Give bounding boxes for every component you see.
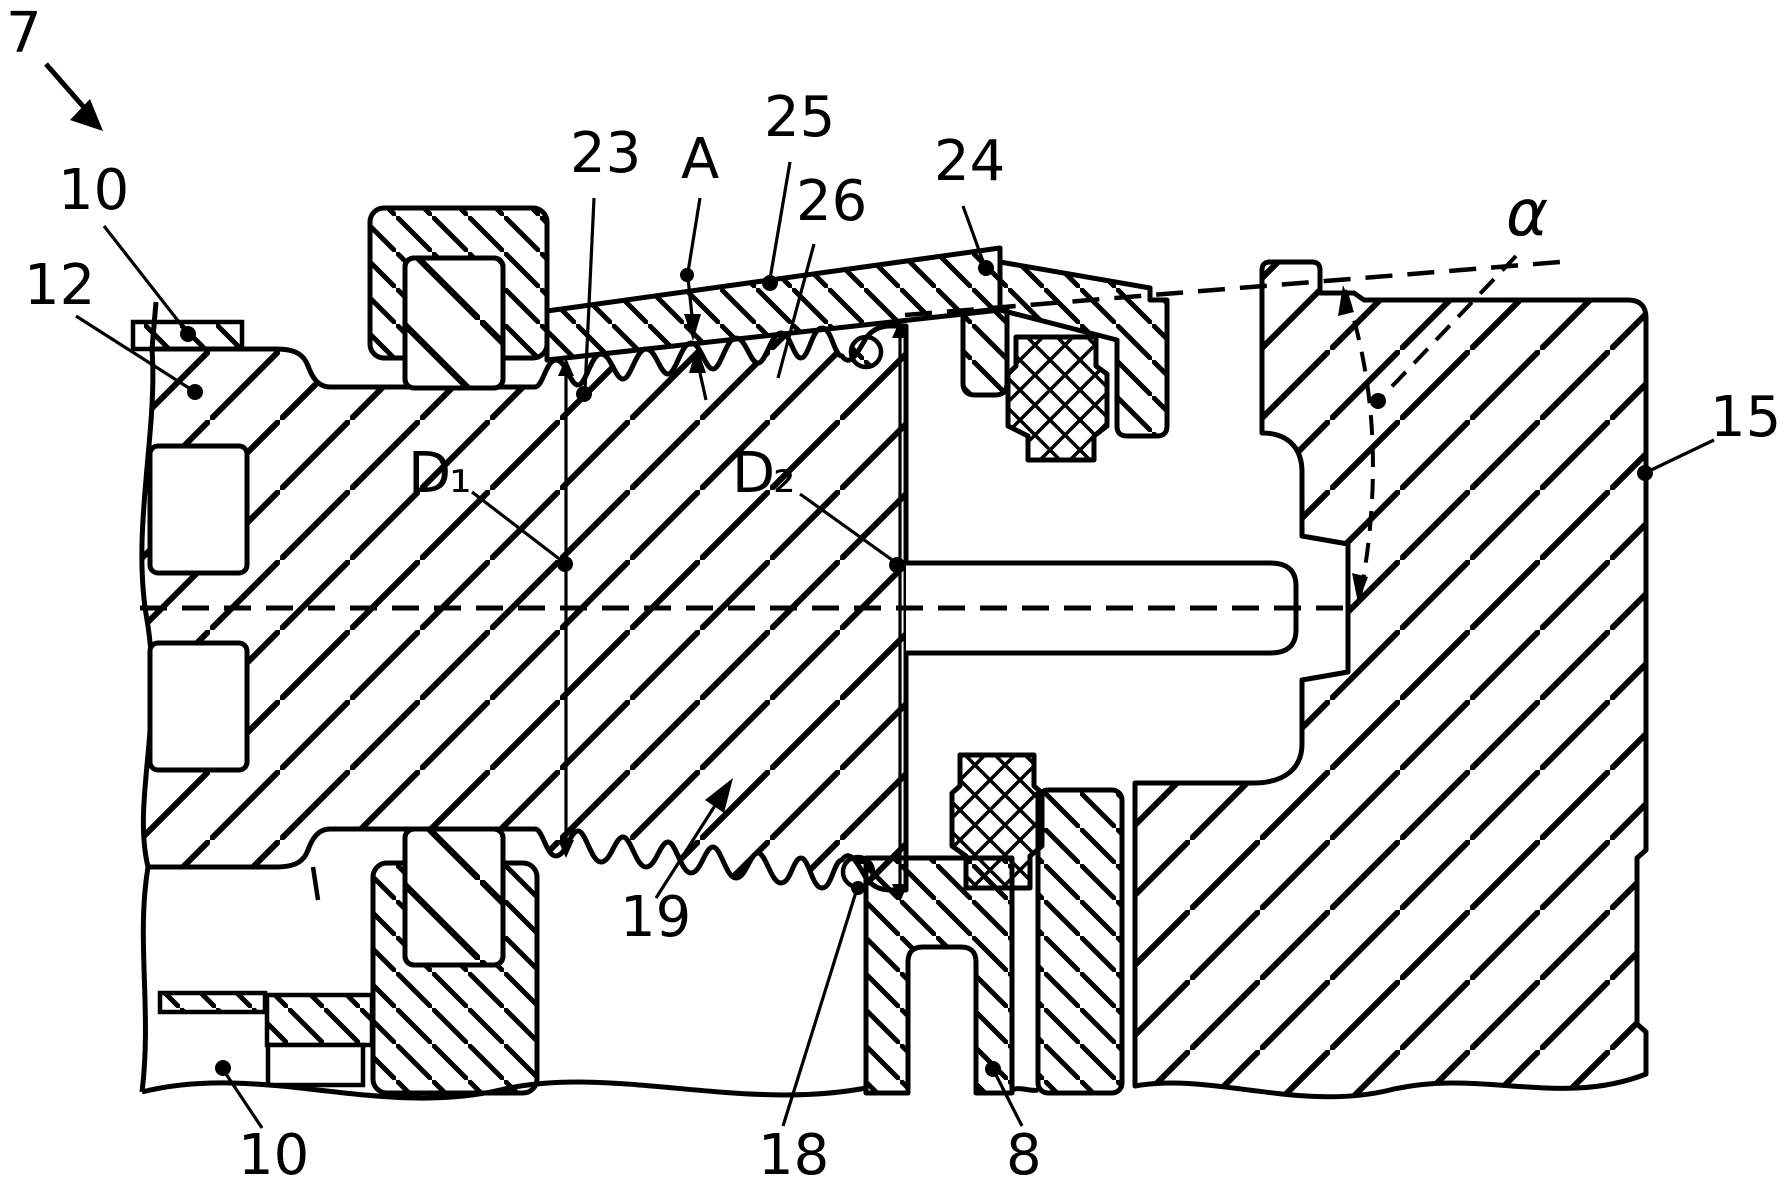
label-18: 18 — [758, 1123, 830, 1188]
leader-a-dot — [680, 268, 694, 282]
pin-notch-upper — [147, 443, 250, 576]
leader-25 — [768, 161, 792, 280]
pin-notch-lower — [147, 640, 250, 773]
dim-d1-arrow-bottom — [558, 840, 574, 858]
label-15: 15 — [1710, 385, 1782, 450]
leader-18 — [781, 891, 858, 1127]
housing-step-line — [310, 866, 321, 901]
label-7: 7 — [6, 1, 42, 66]
oring-top — [848, 334, 884, 370]
label-D2: D₂ — [732, 441, 796, 506]
break-line-bottom-left — [141, 1079, 867, 1101]
taper-dashed-line — [904, 259, 1561, 318]
alpha-arc-arrow-bottom — [1352, 573, 1368, 603]
leader-a-tail-lower — [698, 372, 708, 401]
collar-hook — [960, 305, 1010, 398]
clamp-right-wall — [1035, 787, 1125, 1096]
alpha-leader-dashed — [1378, 254, 1518, 401]
leader-10-top-dot — [180, 326, 196, 342]
leader-10-top — [102, 225, 188, 332]
alpha-arc-arrow-top — [1338, 285, 1354, 316]
leader-26 — [776, 243, 816, 379]
leader-12 — [75, 314, 193, 392]
label-24: 24 — [934, 129, 1006, 194]
label-10-top: 10 — [58, 158, 130, 223]
alpha-angle-arc — [1343, 289, 1375, 598]
leader-7 — [44, 62, 90, 114]
leader-24-dot — [978, 260, 994, 276]
dim-d2-arrow-top — [892, 320, 908, 338]
leader-19 — [654, 803, 718, 899]
leader-12-dot — [187, 384, 203, 400]
alpha-leader-dot — [1370, 393, 1386, 409]
label-alpha: α — [1506, 177, 1549, 251]
d1-leader — [471, 490, 563, 563]
label-D1: D₁ — [408, 441, 472, 506]
leader-18-dot — [851, 881, 865, 895]
label-25: 25 — [764, 85, 836, 150]
break-edge-left-lower — [139, 866, 151, 1093]
leader-8-dot — [985, 1061, 1001, 1077]
leader-a-tail-upper — [686, 277, 694, 317]
a-arrow-up — [689, 346, 706, 373]
nut-insert-bottom-hatch — [402, 826, 506, 968]
leader-15 — [1648, 438, 1715, 473]
label-23: 23 — [570, 121, 642, 186]
leader-23 — [583, 197, 596, 391]
label-26: 26 — [796, 169, 868, 234]
d2-leader — [799, 492, 896, 564]
housing-block-bottom — [264, 992, 375, 1048]
leader-7-arrowhead — [70, 99, 103, 131]
label-12: 12 — [24, 253, 96, 318]
label-19: 19 — [620, 885, 692, 950]
label-A: A — [681, 127, 720, 192]
leader-15-dot — [1637, 465, 1653, 481]
dim-d1-arrow-top — [558, 358, 574, 376]
nut-insert-top-hatch — [402, 255, 506, 391]
leader-8 — [993, 1072, 1024, 1127]
housing-strip-bottom — [157, 990, 268, 1015]
right-body-section — [1132, 259, 1649, 1100]
break-line-bottom-mid — [1010, 1086, 1039, 1093]
leader-24 — [961, 205, 986, 265]
break-edge-left-top — [149, 301, 159, 350]
dim-d2-arrow-bottom — [892, 884, 908, 902]
housing-slot-bottom — [265, 1042, 366, 1088]
d1-leader-dot — [557, 556, 573, 572]
leader-10-bottom — [224, 1073, 264, 1129]
clamp-bottom — [863, 855, 1015, 1096]
label-10-bottom: 10 — [238, 1123, 310, 1188]
leader-23-dot — [576, 386, 592, 402]
leader-a — [686, 197, 702, 273]
a-arrow-down — [684, 314, 701, 341]
leader-25-dot — [762, 275, 778, 291]
seal-bottom — [949, 752, 1045, 891]
label-8: 8 — [1006, 1123, 1042, 1188]
d2-leader-dot — [889, 557, 905, 573]
leader-10-bottom-dot — [215, 1060, 231, 1076]
leader-19-arrowhead — [705, 778, 733, 813]
seal-top — [1005, 334, 1110, 463]
